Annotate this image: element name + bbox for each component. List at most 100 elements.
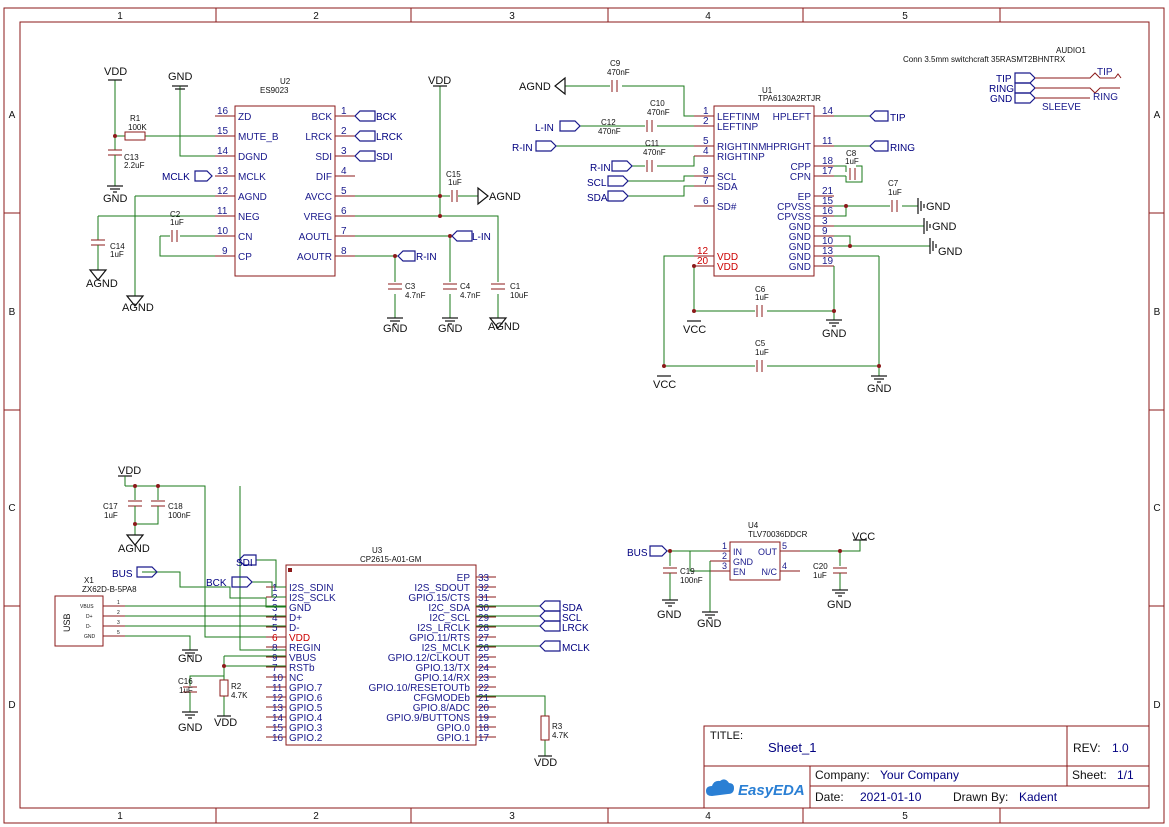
- svg-text:MCLK: MCLK: [238, 172, 266, 183]
- svg-text:R3: R3: [552, 722, 563, 731]
- col-label-bottom: 1: [117, 811, 123, 822]
- svg-text:20: 20: [697, 256, 709, 267]
- u3-pin-name: REGIN: [289, 643, 321, 654]
- row-label-right: D: [1153, 700, 1160, 711]
- r1-resistor: R1 100K: [124, 114, 147, 141]
- u3-pin-name: GPIO.10/RESETOUTb: [368, 683, 470, 694]
- col-label-bottom: 2: [313, 811, 319, 822]
- svg-text:SCL: SCL: [587, 178, 607, 189]
- agnd-symbol: AGND: [122, 295, 154, 314]
- gnd-symbol: GND: [657, 599, 682, 621]
- u2-pin: 9CP: [215, 246, 252, 263]
- svg-text:LEFTINM: LEFTINM: [717, 112, 760, 123]
- u3-pin-name: GPIO.3: [289, 723, 323, 734]
- svg-text:OUT: OUT: [758, 547, 778, 557]
- sdi-net-label: SDI: [236, 554, 257, 569]
- bck-net-label: BCK: [206, 576, 253, 589]
- svg-text:12: 12: [217, 186, 229, 197]
- row-labels: A B C D A B C D: [8, 110, 1160, 711]
- sheet-label: Sheet:: [1072, 768, 1107, 782]
- u3-pin-name: GPIO.8/ADC: [413, 703, 470, 714]
- col-label-top: 4: [705, 11, 711, 22]
- svg-text:AGND: AGND: [122, 302, 154, 314]
- title-block: TITLE: Sheet_1 REV: 1.0 Company: Your Co…: [703, 725, 1150, 809]
- svg-text:VDD: VDD: [717, 262, 738, 273]
- u3-pin: 32 I2S_SDOUT: [414, 583, 496, 594]
- u1-body: [713, 105, 815, 277]
- svg-text:GND: GND: [103, 193, 128, 205]
- svg-text:BCK: BCK: [206, 578, 227, 589]
- svg-text:9: 9: [822, 226, 828, 237]
- u3-pin-name: CFGMODEb: [413, 693, 470, 704]
- c13-value: 2.2uF: [124, 161, 145, 170]
- svg-text:AGND: AGND: [238, 192, 267, 203]
- svg-text:SD#: SD#: [717, 202, 737, 213]
- svg-text:470nF: 470nF: [643, 148, 666, 157]
- u3-pin-number: 23: [478, 673, 490, 684]
- u3-pin-name: GPIO.7: [289, 683, 323, 694]
- u3-pin-number: 15: [272, 723, 284, 734]
- c15-value: 1uF: [448, 178, 462, 187]
- svg-text:470nF: 470nF: [598, 127, 621, 136]
- mclk-net-label: MCLK: [539, 640, 590, 654]
- svg-text:GND: GND: [822, 328, 847, 340]
- svg-text:10: 10: [217, 226, 229, 237]
- u3-pin-number: 30: [478, 603, 490, 614]
- company-label: Company:: [815, 768, 870, 782]
- u3-pin-number: 32: [478, 583, 490, 594]
- svg-text:GND: GND: [733, 557, 754, 567]
- sda-net-label: SDA: [587, 190, 629, 204]
- u3-pin-name: I2S_SDIN: [289, 583, 333, 594]
- svg-text:14: 14: [822, 106, 834, 117]
- svg-text:SCL: SCL: [717, 172, 737, 183]
- u3-pin-name: I2S_SDOUT: [414, 583, 470, 594]
- company-value: Your Company: [880, 768, 959, 782]
- svg-text:1: 1: [722, 541, 727, 551]
- drawn-by-value: Kadent: [1019, 790, 1058, 804]
- svg-text:GND: GND: [789, 262, 811, 273]
- c2-value: 1uF: [170, 218, 184, 227]
- svg-text:VDD: VDD: [214, 717, 237, 729]
- r-in-net-label: R-IN: [512, 140, 557, 154]
- svg-text:C19: C19: [680, 567, 695, 576]
- r2-resistor: R24.7K: [219, 679, 248, 700]
- svg-text:18: 18: [822, 156, 834, 167]
- svg-text:GND: GND: [926, 201, 951, 213]
- l-in-net-label: L-IN: [451, 230, 491, 243]
- u3-pin-name: GPIO.13/TX: [416, 663, 471, 674]
- svg-text:BUS: BUS: [112, 569, 133, 580]
- sda-net-label: SDA: [539, 600, 583, 614]
- svg-text:6: 6: [341, 206, 347, 217]
- sdi-net-label: SDI: [354, 150, 393, 163]
- u3-pin-number: 27: [478, 633, 490, 644]
- svg-text:SDA: SDA: [717, 182, 738, 193]
- svg-text:SDI: SDI: [376, 152, 393, 163]
- svg-text:LEFTINP: LEFTINP: [717, 122, 758, 133]
- svg-text:AGND: AGND: [86, 278, 118, 290]
- svg-text:HPLEFT: HPLEFT: [773, 112, 811, 123]
- svg-text:5: 5: [703, 136, 709, 147]
- svg-text:GND: GND: [168, 71, 193, 83]
- u1-pin: 6SD#: [694, 196, 737, 213]
- svg-text:BCK: BCK: [311, 112, 332, 123]
- audio1-part: Conn 3.5mm switchcraft 35RASMT2BHNTRX: [903, 55, 1066, 64]
- svg-text:CN: CN: [238, 232, 252, 243]
- svg-text:GND: GND: [697, 618, 722, 630]
- mclk-net-label: MCLK: [162, 170, 213, 183]
